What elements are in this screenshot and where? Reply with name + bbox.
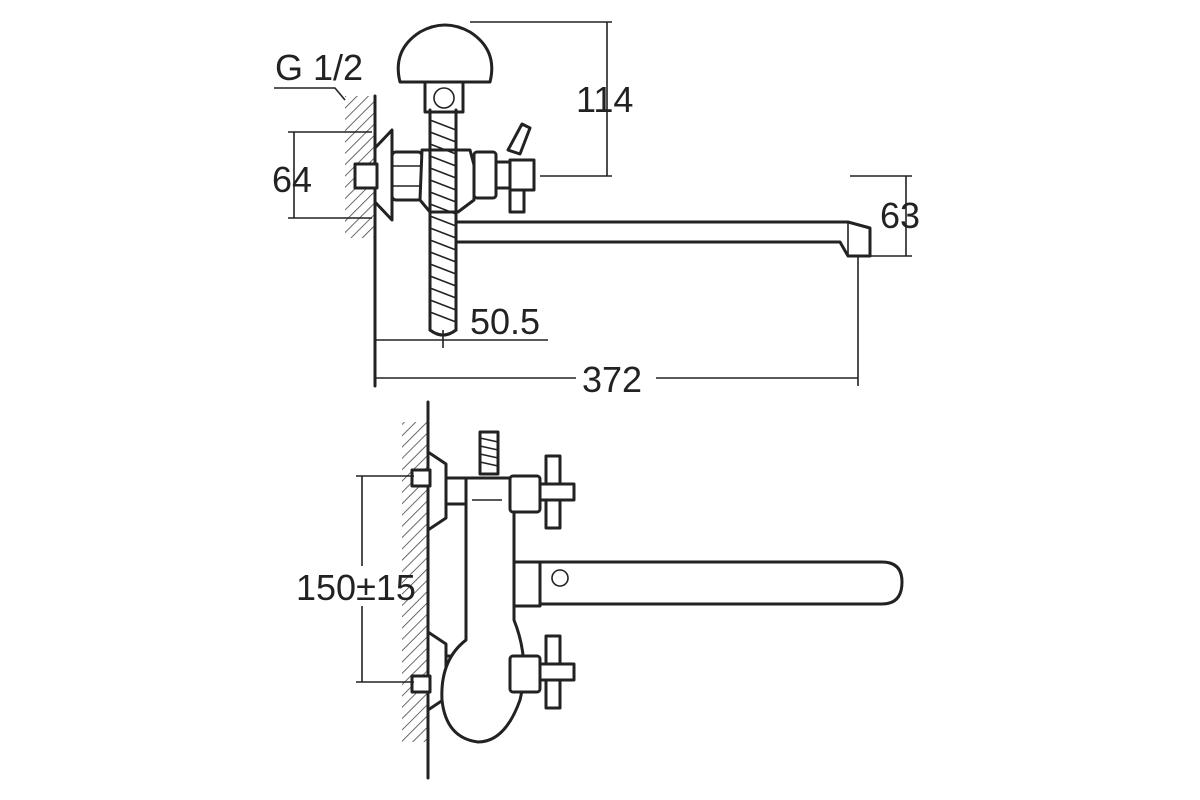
inlet-pipe (353, 162, 379, 190)
cross-handle-side (508, 158, 536, 192)
inlet-top (410, 468, 432, 488)
mixer-column (440, 476, 526, 744)
cross-handle-top (506, 122, 532, 156)
nut-top (444, 476, 468, 506)
dim-63-label: 63 (880, 195, 920, 236)
spout-front (538, 560, 904, 606)
valve-top (508, 474, 542, 514)
hose-stub (478, 430, 500, 476)
side-valve-nut (472, 150, 498, 200)
dim-thread-label: G 1/2 (275, 47, 363, 88)
dim-50-5-label: 50.5 (470, 301, 540, 342)
handle-knob (396, 23, 494, 84)
side-view: G 1/2 114 64 63 50.5 372 (272, 21, 920, 400)
dim-114-label: 114 (576, 79, 633, 120)
inlet-bottom (410, 674, 432, 694)
dim-372-label: 372 (582, 359, 642, 400)
hex-nut (390, 150, 424, 202)
cross-handle-lower (538, 634, 576, 710)
front-view: 150±15 (296, 400, 904, 780)
spout-swivel (512, 560, 542, 608)
shower-hose (428, 108, 458, 337)
dim-64-label: 64 (272, 159, 312, 200)
valve-bottom (508, 654, 542, 694)
dim-thread-leader (274, 87, 346, 101)
mixer-body (418, 148, 476, 214)
handle-stem (423, 80, 465, 114)
cross-handle-upper (538, 454, 576, 530)
flange-top (426, 450, 448, 532)
spout (454, 220, 872, 258)
dim-150-label: 150±15 (296, 567, 416, 608)
cross-handle-bottom (508, 188, 526, 214)
